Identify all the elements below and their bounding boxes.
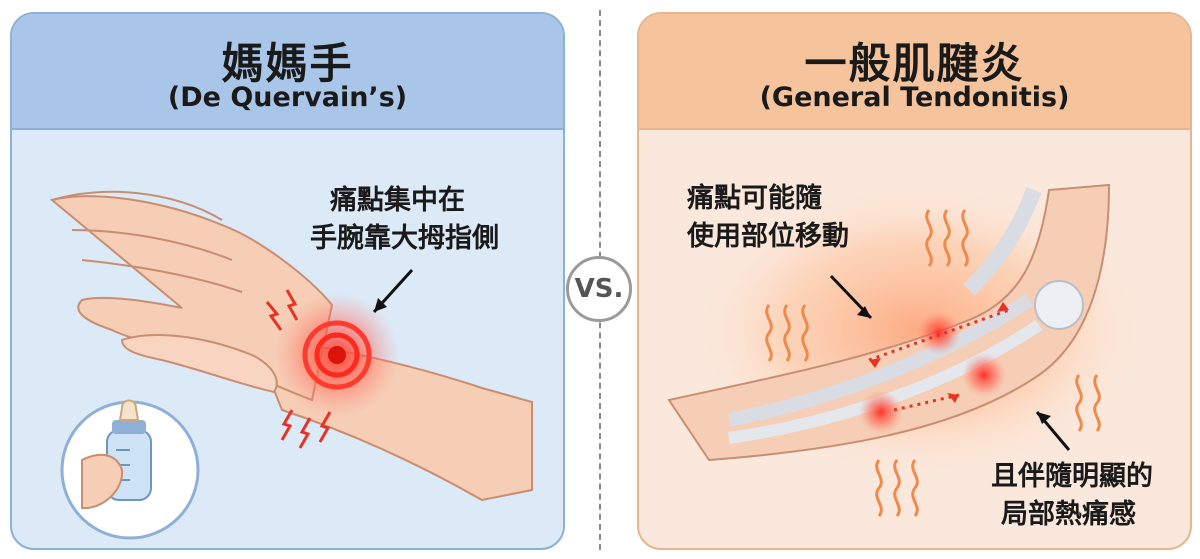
right-panel-header: 一般肌腱炎 (General Tendonitis) <box>639 14 1190 130</box>
heat-wave-icon <box>961 209 969 267</box>
right-callout-top-line2: 使用部位移動 <box>687 221 849 252</box>
holding-hand-shape <box>81 453 124 510</box>
bone-shape <box>963 187 1042 296</box>
hand-wrist-illustration <box>49 190 533 540</box>
arrow-head-icon <box>857 306 871 318</box>
left-panel-body: 痛點集中在 手腕靠大拇指側 <box>12 130 563 548</box>
heat-wave-icon <box>1075 374 1083 432</box>
pain-ring-middle <box>314 332 360 378</box>
right-callout-bottom: 且伴隨明顯的 局部熱痛感 <box>991 458 1153 534</box>
lightning-icon <box>280 409 294 441</box>
left-callout: 痛點集中在 手腕靠大拇指側 <box>310 182 499 258</box>
arrow-head-icon <box>1037 412 1051 424</box>
heat-wave-icon <box>765 304 773 362</box>
vs-badge: VS. <box>566 256 632 322</box>
heat-wave-icon <box>925 209 933 267</box>
heat-wave-icon <box>875 459 883 517</box>
left-callout-line2: 手腕靠大拇指側 <box>310 223 499 254</box>
arrow-head-icon <box>869 358 881 368</box>
pain-ring-outer <box>302 320 372 390</box>
tendon-band <box>727 294 1033 427</box>
pain-hotspot <box>917 311 961 355</box>
heat-wave-icon <box>943 209 951 267</box>
general-tendonitis-panel: 一般肌腱炎 (General Tendonitis) <box>637 12 1192 550</box>
finger-line-1 <box>51 190 223 221</box>
lightning-icon <box>265 301 283 331</box>
pain-hotspot <box>962 353 1006 397</box>
left-panel-subtitle: (De Quervain’s) <box>167 82 408 113</box>
lightning-icon <box>298 417 312 449</box>
right-callout-top: 痛點可能隨 使用部位移動 <box>687 180 849 256</box>
left-callout-line1: 痛點集中在 <box>330 185 465 216</box>
de-quervain-panel: 媽媽手 (De Quervain’s) <box>10 12 565 550</box>
elbow-joint-shape <box>1034 280 1084 330</box>
right-panel-body: 痛點可能隨 使用部位移動 且伴隨明顯的 局部熱痛感 <box>639 130 1190 548</box>
lightning-icon <box>285 289 299 321</box>
right-callout-top-line1: 痛點可能隨 <box>687 183 822 214</box>
heat-wave-icon <box>783 304 791 362</box>
left-panel-header: 媽媽手 (De Quervain’s) <box>12 14 563 130</box>
heat-wave-icon <box>801 304 809 362</box>
heat-wave-icon <box>1093 374 1101 432</box>
lightning-icon <box>318 411 332 443</box>
arrow-head-icon <box>997 302 1009 312</box>
right-callout-bottom-line2: 局部熱痛感 <box>1001 499 1136 530</box>
forearm-shape <box>667 183 1111 462</box>
finger-line-3 <box>81 259 243 293</box>
finger-line-2 <box>71 229 233 261</box>
arm-tendon-illustration <box>667 180 1149 517</box>
right-callout-bottom-line1: 且伴隨明顯的 <box>991 461 1153 492</box>
arrow-head-icon <box>947 393 959 403</box>
pain-hotspot <box>859 390 903 434</box>
left-panel-title: 媽媽手 <box>221 39 354 88</box>
thumb-shape <box>120 334 278 394</box>
right-panel-subtitle: (General Tendonitis) <box>759 82 1070 113</box>
right-panel-title: 一般肌腱炎 <box>804 39 1025 88</box>
arrow-head-icon <box>374 298 387 312</box>
movement-arrow <box>868 308 1010 362</box>
heat-wave-icon <box>911 459 919 517</box>
movement-arrow <box>893 393 960 412</box>
pain-center-dot <box>328 346 346 364</box>
heat-wave-icon <box>893 459 901 517</box>
